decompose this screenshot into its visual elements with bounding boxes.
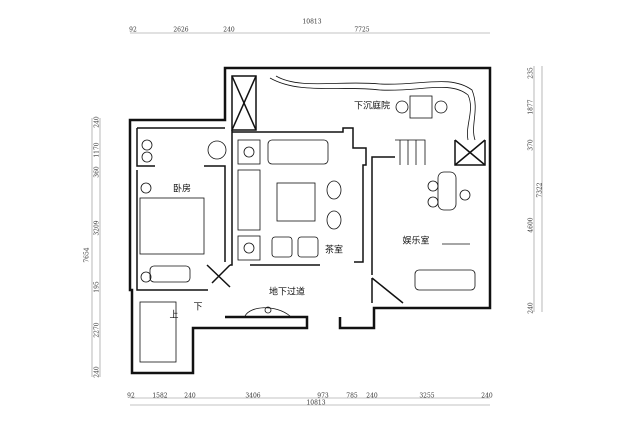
room-label-sunken-courtyard: 下沉庭院 — [353, 101, 391, 112]
dim-right-4: 240 — [527, 302, 535, 314]
dim-left-5: 2270 — [93, 322, 101, 338]
dim-right-1: 1877 — [527, 99, 535, 115]
dim-right-3: 4600 — [527, 217, 535, 233]
dim-left-total: 7654 — [83, 247, 91, 263]
dim-left-6: 240 — [93, 366, 101, 378]
dim-right-0: 235 — [527, 67, 535, 79]
dim-right-2: 370 — [527, 139, 535, 151]
dim-bottom-0: 92 — [127, 392, 135, 400]
dim-left-2: 360 — [93, 166, 101, 178]
dim-left-4: 195 — [93, 281, 101, 293]
dim-left-1: 1170 — [93, 142, 101, 158]
inner-walls — [136, 75, 486, 304]
dimension-lines — [91, 32, 543, 406]
dim-bottom-8: 240 — [481, 392, 493, 400]
dim-top-0: 92 — [129, 26, 137, 34]
dim-top-total: 10813 — [302, 18, 322, 26]
dim-top-2: 240 — [223, 26, 235, 34]
room-label-tea-room: 茶室 — [324, 245, 344, 256]
dim-bottom-6: 240 — [366, 392, 378, 400]
room-label-bedroom: 卧房 — [172, 184, 192, 195]
dim-bottom-5: 785 — [346, 392, 358, 400]
outer-walls — [128, 66, 492, 375]
dim-left-0: 240 — [93, 116, 101, 128]
courtyard-planting — [269, 75, 476, 141]
room-label-basement-corridor: 地下过道 — [268, 287, 306, 298]
dim-top-1: 2626 — [173, 26, 189, 34]
stair-down-label: 下 — [193, 302, 203, 313]
dim-bottom-total: 10813 — [306, 399, 326, 407]
dim-right-total: 7322 — [536, 182, 544, 198]
dim-left-3: 3209 — [93, 220, 101, 236]
dim-bottom-1: 1582 — [152, 392, 168, 400]
dim-top-3: 7725 — [354, 26, 370, 34]
dim-bottom-2: 240 — [184, 392, 196, 400]
stair-up-label: 上 — [169, 310, 179, 321]
furniture — [139, 95, 476, 363]
dim-bottom-7: 3255 — [419, 392, 435, 400]
dim-bottom-3: 3406 — [245, 392, 261, 400]
dim-bottom-4: 973 — [317, 392, 329, 400]
room-label-entertainment-room: 娱乐室 — [402, 236, 430, 247]
